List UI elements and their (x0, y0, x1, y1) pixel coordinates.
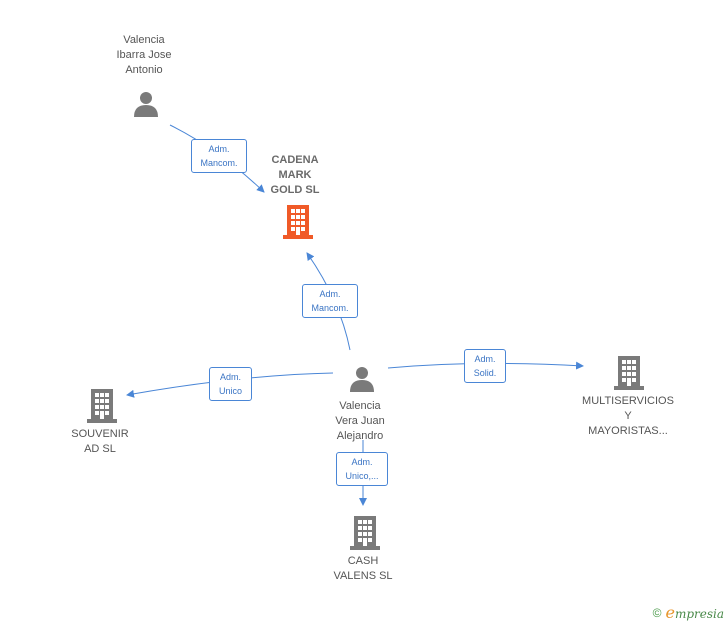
node-label-valencia-vera[interactable]: Valencia Vera Juan Alejandro (335, 400, 385, 442)
footer-brand: © empresia (653, 603, 724, 622)
building-icon[interactable] (87, 387, 117, 423)
edge-label-ibarra-cadena[interactable]: Adm. Mancom. (191, 139, 247, 173)
building-icon[interactable] (350, 514, 380, 550)
person-icon[interactable] (348, 364, 376, 392)
node-label-souvenir[interactable]: SOUVENIR AD SL (71, 428, 129, 455)
node-label-cash-valens[interactable]: CASH VALENS SL (333, 555, 393, 582)
node-label-multiservicios[interactable]: MULTISERVICIOS Y MAYORISTAS... (582, 395, 674, 437)
node-label-cadena-mark-gold[interactable]: CADENA MARK GOLD SL (270, 154, 320, 196)
edge-label-vera-multiservicios[interactable]: Adm. Solid. (464, 349, 506, 383)
node-label-valencia-ibarra[interactable]: Valencia Ibarra Jose Antonio (116, 34, 172, 76)
building-icon[interactable] (283, 203, 313, 239)
edge-label-vera-cadena[interactable]: Adm. Mancom. (302, 284, 358, 318)
copyright-symbol: © (652, 605, 662, 620)
edge-label-vera-souvenir[interactable]: Adm. Unico (209, 367, 252, 401)
building-icon[interactable] (614, 354, 644, 390)
edge-label-vera-cash[interactable]: Adm. Unico,... (336, 452, 388, 486)
person-icon[interactable] (132, 89, 160, 117)
brand-logo: empresia (665, 603, 724, 622)
